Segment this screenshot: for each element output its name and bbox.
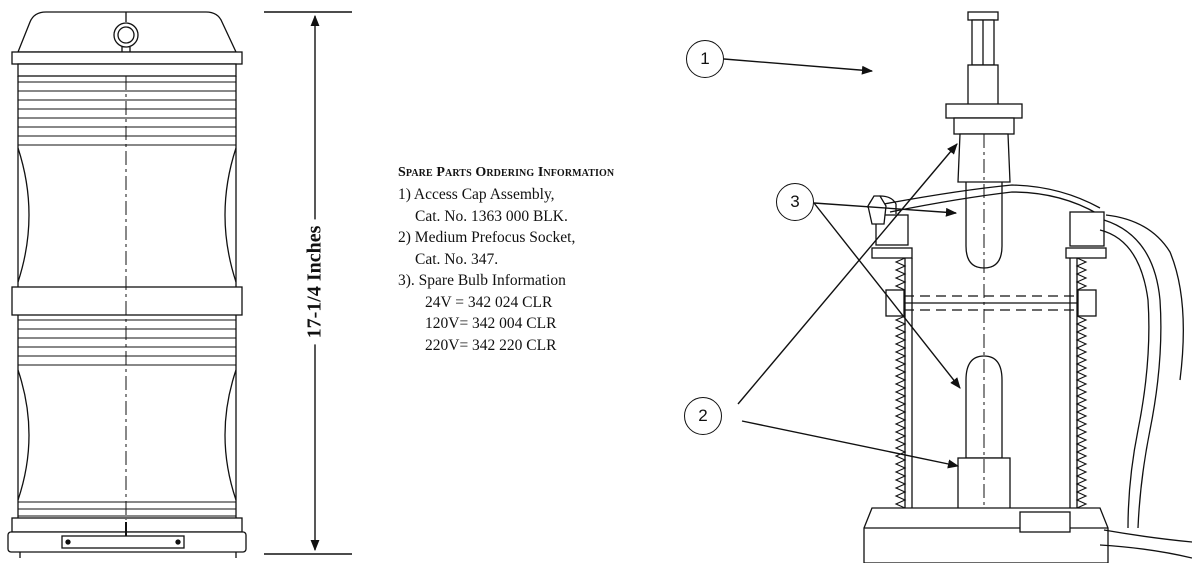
spare-parts-title: Spare Parts Ordering Information [398, 165, 615, 180]
lantern-fins [18, 81, 236, 517]
callout-2: 2 [684, 397, 722, 435]
parts-line: 3). Spare Bulb Information [398, 272, 566, 289]
callout-1: 1 [686, 40, 724, 78]
callout-3: 3 [776, 183, 814, 221]
lantern-cutaway-view [863, 11, 1192, 564]
parts-line: 1) Access Cap Assembly, [398, 186, 555, 203]
lantern-front-view [7, 11, 247, 558]
parts-line: Cat. No. 347. [415, 250, 499, 268]
parts-line: Cat. No. 1363 000 BLK. [415, 207, 568, 225]
parts-line: 220V= 342 220 CLR [425, 336, 557, 354]
parts-line: 24V = 342 024 CLR [425, 293, 553, 311]
parts-line: 120V= 342 004 CLR [425, 315, 557, 332]
lens-serrations [894, 257, 1088, 509]
height-dimension-label: 17-1/4 Inches [303, 219, 327, 345]
callout-arrows [723, 58, 961, 469]
parts-line: 2) Medium Prefocus Socket, [398, 229, 576, 246]
spare-parts-info: Spare Parts Ordering Information 1) Acce… [398, 165, 698, 356]
